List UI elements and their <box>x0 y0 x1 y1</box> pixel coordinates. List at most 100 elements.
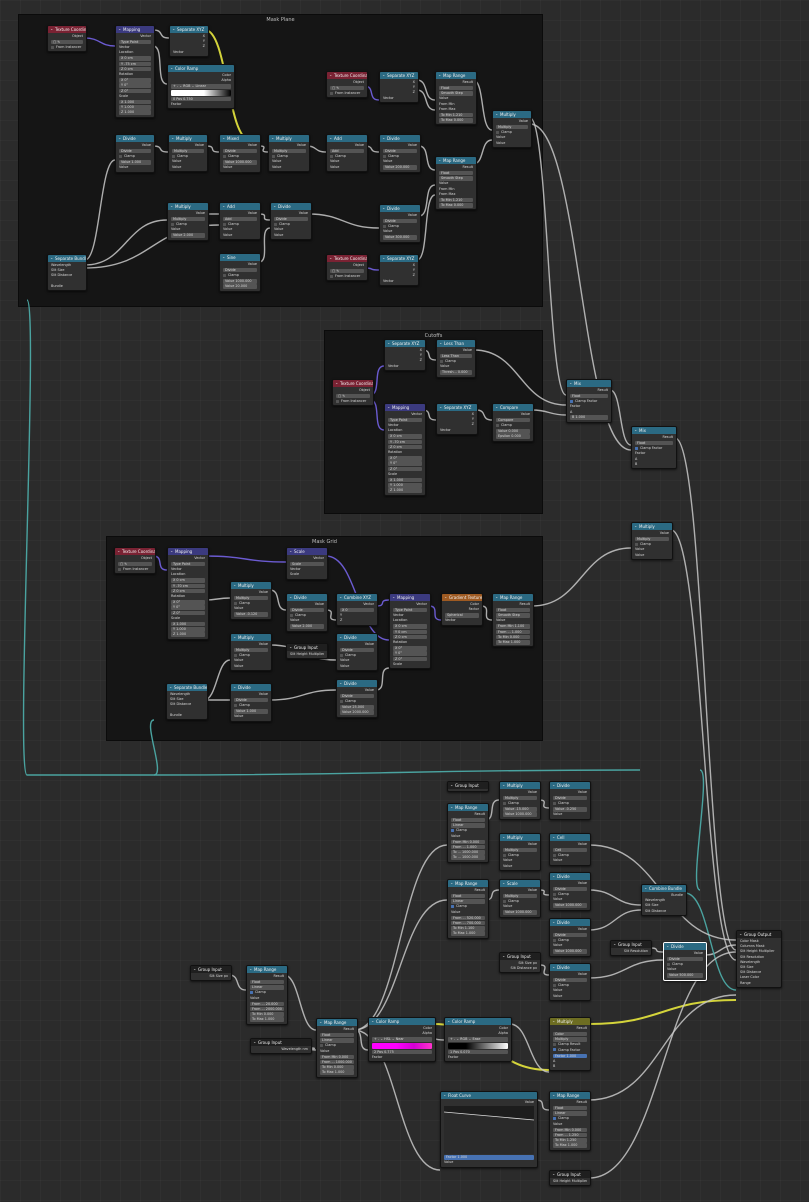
node-field[interactable]: To Max 1.000 <box>553 1143 587 1148</box>
node-checkbox[interactable]: Clamp Result <box>553 1042 587 1047</box>
node-header[interactable]: Texture Coordinate <box>327 255 367 262</box>
node-field[interactable]: Multiply <box>503 847 537 853</box>
node-field[interactable]: Float <box>553 1105 587 1111</box>
node-checkbox[interactable]: Clamp <box>330 154 364 159</box>
node-header[interactable]: Multiply <box>269 135 309 142</box>
node-header[interactable]: Multiply <box>632 523 672 530</box>
node-checkbox[interactable]: From Instancer <box>330 91 364 96</box>
node-field[interactable]: Value -15.000 <box>503 807 537 812</box>
node-field[interactable]: Add <box>330 148 364 154</box>
node-header[interactable]: Color Ramp <box>168 65 234 72</box>
node-field[interactable]: Float <box>570 393 608 399</box>
node-field[interactable]: ▢ ✎ <box>336 393 370 399</box>
node-texture-coordinate[interactable]: Texture CoordinateObject▢ ✎From Instance… <box>114 547 156 575</box>
node-header[interactable]: Compare <box>493 404 533 411</box>
node-header[interactable]: Combine XYZ <box>337 594 377 601</box>
node-field[interactable]: To ... 1000.000 <box>451 850 485 855</box>
node-field[interactable]: Factor 1.000 <box>444 1155 534 1160</box>
node-link[interactable] <box>531 547 632 607</box>
color-ramp-gradient[interactable] <box>171 89 231 96</box>
node-field[interactable]: Z 0 cm <box>388 444 422 450</box>
node-checkbox[interactable]: Clamp <box>440 359 472 364</box>
node-field[interactable]: X 0° <box>388 455 422 461</box>
node-field[interactable]: Divide <box>667 956 703 962</box>
node-header[interactable]: Map Range <box>550 1092 590 1099</box>
node-field[interactable]: Value 1.000 <box>234 709 268 714</box>
node-field[interactable]: From ... 2000.000 <box>250 1006 284 1012</box>
node-header[interactable]: Add <box>220 203 260 210</box>
node-header[interactable]: Scale <box>287 548 327 555</box>
node-field[interactable]: From ... 700.000 <box>451 920 485 926</box>
node-field[interactable]: X 0 cm <box>171 578 205 583</box>
node-field[interactable]: To Min 1.210 <box>439 197 473 203</box>
node-checkbox[interactable]: Clamp <box>272 154 306 159</box>
node-link[interactable] <box>588 959 664 979</box>
node-field[interactable]: To Min 0.000 <box>496 634 530 640</box>
node-header[interactable]: Group Output <box>737 931 781 938</box>
node-checkbox[interactable]: From Instancer <box>51 45 83 50</box>
node-header[interactable]: Multiply <box>493 111 531 118</box>
node-header[interactable]: Separate XYZ <box>170 26 208 33</box>
node-link[interactable] <box>609 389 632 446</box>
node-header[interactable]: Divide <box>550 964 590 971</box>
node-map-range[interactable]: Map RangeResultFloatLinearClampValueFrom… <box>447 879 489 939</box>
node-field[interactable]: Z 0° <box>119 88 151 94</box>
node-link[interactable] <box>353 844 448 1031</box>
node-field[interactable]: Factor 1.000 <box>553 1053 587 1059</box>
node-field[interactable]: Linear <box>250 985 284 990</box>
node-field[interactable]: ▢ ✎ <box>118 561 152 567</box>
node-header[interactable]: Mapping <box>390 594 430 601</box>
node-header[interactable]: Multiply <box>231 582 271 589</box>
node-field[interactable]: Divide <box>223 148 257 154</box>
node-header[interactable]: Map Range <box>448 804 488 811</box>
color-ramp-gradient[interactable] <box>448 1042 508 1049</box>
node-field[interactable]: Z 1.000 <box>388 488 422 493</box>
node-field[interactable]: Divide <box>223 267 257 273</box>
node-header[interactable]: Map Range <box>436 157 476 164</box>
node-header[interactable]: Multiply <box>168 203 208 210</box>
node-field[interactable]: To Min 1.250 <box>553 1138 587 1143</box>
node-field[interactable]: X 0° <box>119 77 151 83</box>
node-field[interactable]: Z 0° <box>388 466 422 472</box>
node-field[interactable]: X 0° <box>393 645 427 651</box>
node-field[interactable]: Z 0° <box>393 656 427 662</box>
node-texture-coordinate[interactable]: Texture CoordinateObject▢ ✎From Instance… <box>332 379 374 407</box>
node-link[interactable] <box>674 437 737 951</box>
node-field[interactable]: Smooth Step <box>496 613 530 618</box>
node-field[interactable]: Value 1.000 <box>119 160 151 165</box>
node-header[interactable]: Combine Bundle <box>642 885 686 892</box>
node-field[interactable]: Divide <box>383 148 417 154</box>
node-field[interactable]: Y -75 cm <box>119 61 151 67</box>
node-header[interactable]: Divide <box>550 782 590 789</box>
node-link[interactable] <box>353 899 448 1031</box>
node-header[interactable]: Divide <box>380 135 420 142</box>
node-field[interactable]: To Max 1.000 <box>250 1017 284 1022</box>
node-field[interactable]: Divide <box>234 697 268 703</box>
node-field[interactable]: Less Than <box>440 353 472 359</box>
node-link[interactable] <box>588 999 737 1025</box>
node-header[interactable]: Divide <box>380 205 420 212</box>
node-link[interactable] <box>283 974 317 1031</box>
node-field[interactable]: Z 0 cm <box>119 66 151 72</box>
node-checkbox[interactable]: Clamp <box>667 962 703 967</box>
node-link[interactable] <box>153 769 641 776</box>
node-field[interactable]: Type Point <box>388 417 422 423</box>
node-field[interactable]: Value 1000.000 <box>503 910 537 915</box>
node-field[interactable]: Compare <box>496 417 530 423</box>
node-header[interactable]: Separate Bundle <box>167 684 207 691</box>
node-field[interactable]: X 1.000 <box>388 477 422 483</box>
node-gradient-texture[interactable]: Gradient TextureColorFactorSphericalVect… <box>441 593 483 626</box>
node-field[interactable]: Multiply <box>171 216 205 222</box>
